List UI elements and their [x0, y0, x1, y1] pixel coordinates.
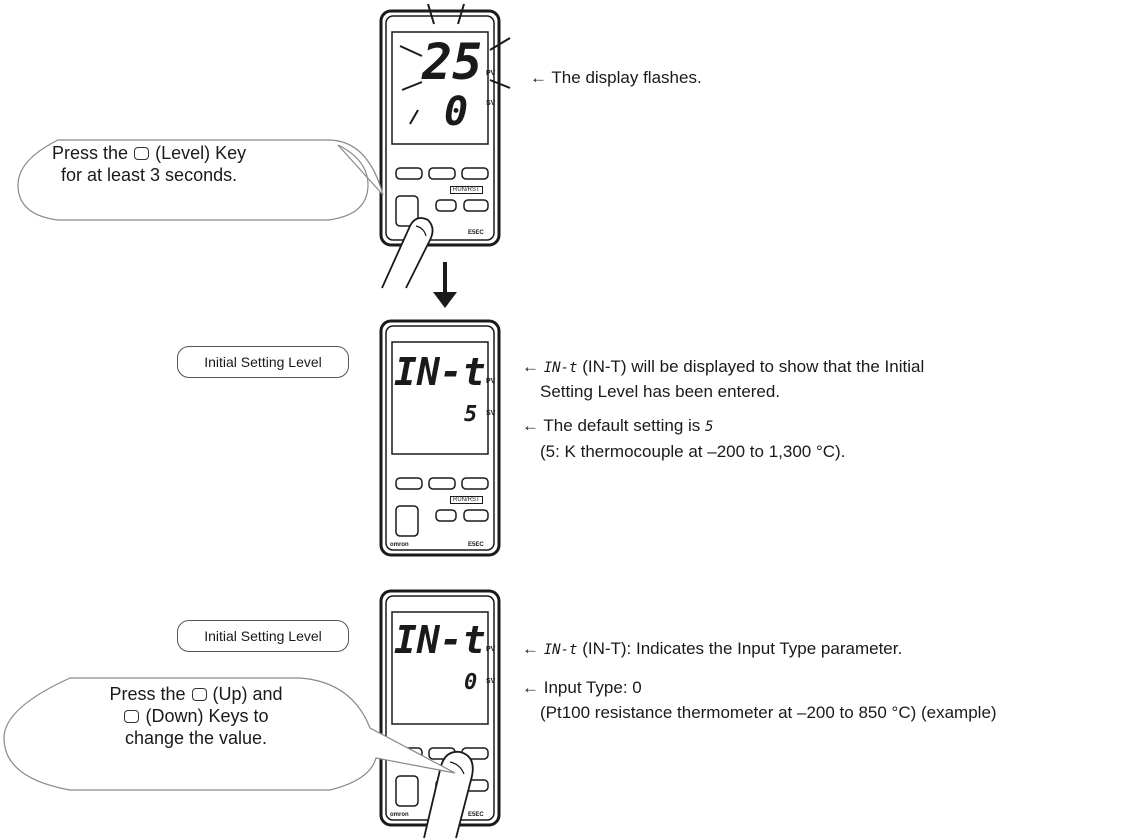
callout-l2: (Down) Keys to [145, 706, 269, 726]
callout-line3: change the value. [124, 728, 268, 748]
sv-display: 0 [464, 670, 478, 695]
controller-panel-step1: 25 0 PV SV RUN/RST E5EC [379, 3, 511, 247]
brand-tag: omron [390, 542, 409, 548]
finger-icon [423, 750, 474, 839]
sv-tag: SV [486, 410, 496, 417]
callout-bubble [3, 677, 456, 791]
step3-note2-line2: (Pt100 resistance thermometer at –200 to… [540, 703, 997, 722]
sv-tag: SV [486, 678, 496, 685]
run-tag: RUN/RST [450, 496, 483, 504]
callout-bubble [17, 139, 384, 221]
flash-note: ← The display flashes. [530, 66, 702, 89]
pv-tag: PV [486, 378, 496, 385]
note-text: (IN-T): Indicates the Input Type paramet… [582, 639, 903, 658]
down-key-icon [124, 710, 140, 723]
pv-display: IN-t [394, 350, 486, 394]
pv-tag: PV [486, 646, 496, 653]
step3-note1: ← IN-t (IN-T): Indicates the Input Type … [522, 637, 902, 662]
step2-note1-line2: Setting Level has been entered. [540, 382, 781, 401]
note-text: Input Type: 0 [543, 678, 642, 697]
code-text: IN-t [543, 360, 578, 376]
note-text: (IN-T) will be displayed to show that th… [582, 357, 925, 376]
step2-note2: ← The default setting is 5 [522, 414, 713, 439]
callout-line1: (Level) Key [155, 143, 247, 163]
callout-text-step1: Press the (Level) Key for at least 3 sec… [52, 142, 246, 186]
up-key-icon [191, 688, 207, 701]
callout-line2: (Down) Keys to [36, 705, 356, 727]
step3-note2: ← Input Type: 0 [522, 676, 642, 699]
step2-note1: ← IN-t (IN-T) will be displayed to show … [522, 355, 924, 380]
code-text: IN-t [543, 642, 578, 658]
controller-panel-step2: IN-t 5 PV SV RUN/RST omron E5EC [379, 319, 501, 557]
flash-note-text: The display flashes. [551, 68, 702, 87]
pv-display: IN-t [394, 618, 486, 662]
left-arrow-icon: ← [522, 678, 544, 697]
callout-text-step3: Press the (Up) and (Down) Keys to change… [36, 683, 356, 749]
level-label-step3: Initial Setting Level [177, 620, 349, 652]
level-label-step2: Initial Setting Level [177, 346, 349, 378]
model-tag: E5EC [468, 542, 484, 548]
sv-display: 5 [464, 402, 478, 427]
model-tag: E5EC [468, 230, 484, 236]
model-tag: E5EC [468, 812, 484, 818]
level-key-icon [134, 147, 150, 160]
pv-display: 25 [422, 33, 483, 91]
step2-note2-line2: (5: K thermocouple at –200 to 1,300 °C). [540, 442, 846, 461]
sv-tag: SV [486, 100, 496, 107]
down-arrow-icon [433, 262, 457, 308]
callout-prefix: Press the [52, 143, 129, 163]
callout-prefix: Press the [109, 684, 186, 704]
callout-l1: (Up) and [212, 684, 283, 704]
callout-line2: for at least 3 seconds. [61, 165, 238, 185]
brand-tag: omron [390, 812, 409, 818]
sv-display: 0 [444, 89, 469, 135]
finger-icon [381, 217, 434, 289]
default-value: 5 [705, 419, 714, 435]
left-arrow-icon: ← [522, 357, 544, 376]
callout-line1: Press the (Up) and [36, 683, 356, 705]
run-tag: RUN/RST [450, 186, 483, 194]
note-text: The default setting is [543, 416, 701, 435]
left-arrow-icon: ← [522, 639, 544, 658]
left-arrow-icon: ← [530, 68, 552, 87]
left-arrow-icon: ← [522, 416, 544, 435]
pv-tag: PV [486, 70, 496, 77]
